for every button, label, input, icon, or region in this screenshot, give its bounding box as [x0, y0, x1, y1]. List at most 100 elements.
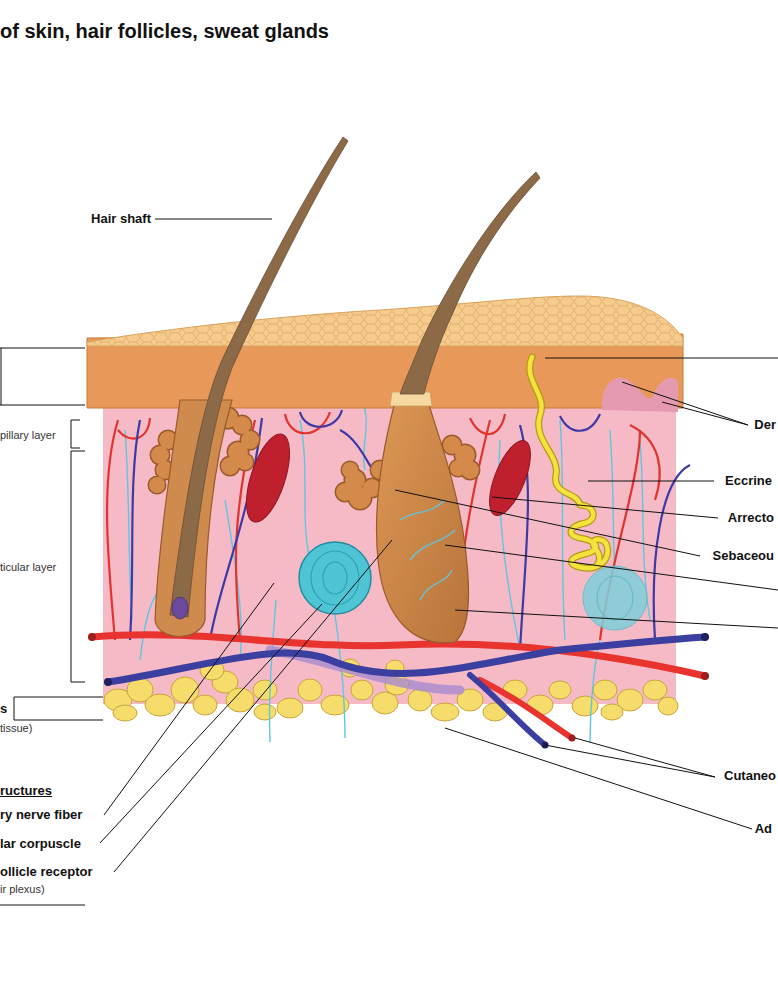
- hair-shaft: [400, 172, 540, 394]
- diagram-title: of skin, hair follicles, sweat glands: [0, 20, 329, 43]
- part-label: ry nerve fiber: [0, 808, 82, 822]
- leader-line: [588, 481, 714, 482]
- eccrine-gland: [530, 357, 608, 568]
- blood-vessels: [108, 637, 705, 682]
- fat-cells: [253, 680, 277, 700]
- part-label: Eccrine: [725, 474, 772, 488]
- arrector-pili: [481, 435, 539, 520]
- layer-label: ticular layer: [0, 561, 56, 573]
- leader-line: [445, 545, 778, 590]
- leader-line: [104, 583, 274, 815]
- fat-cells: [643, 680, 667, 700]
- fat-cells: [113, 705, 137, 721]
- fat-cells: [145, 694, 175, 716]
- nerve-fibers: [335, 615, 345, 738]
- epidermis: [602, 378, 678, 412]
- part-label: lar corpuscle: [0, 837, 81, 851]
- lamellar-corpuscle: [299, 542, 647, 630]
- fat-cells: [601, 704, 623, 720]
- hair-shaft: [170, 137, 540, 619]
- section-heading: ructures: [0, 784, 52, 798]
- arrector-pili: [238, 429, 539, 527]
- leader-line: [545, 738, 715, 777]
- part-label: Der: [754, 418, 776, 432]
- leader-line: [100, 604, 322, 843]
- nerve-fibers: [610, 430, 615, 566]
- blood-vessels: [88, 633, 96, 641]
- capillaries: [300, 410, 342, 427]
- epidermis: [87, 296, 683, 346]
- fat-cells: [572, 696, 598, 716]
- sebaceous-gland: [221, 457, 239, 475]
- layer-bracket: [14, 697, 103, 720]
- capillaries: [560, 414, 600, 431]
- leader-line: [155, 219, 272, 220]
- layer-label: tissue): [0, 722, 32, 734]
- fat-cells: [431, 703, 459, 721]
- leader-line: [545, 358, 778, 359]
- sebaceous-gland: [342, 462, 358, 478]
- nerve-fibers: [300, 420, 310, 560]
- nerve-fibers: [560, 420, 565, 640]
- leader-line: [622, 382, 748, 425]
- fat-cells: [298, 679, 322, 701]
- nerve-fibers: [269, 600, 276, 742]
- layer-bracket: [71, 451, 85, 682]
- hair-shaft: [172, 597, 188, 619]
- arrector-pili: [238, 429, 299, 527]
- part-label: Ad: [755, 822, 772, 836]
- fat-cells: [408, 689, 432, 711]
- leader-line: [455, 610, 778, 628]
- capillaries: [630, 425, 660, 500]
- part-label: Sebaceou: [713, 549, 774, 563]
- leader-line: [100, 219, 778, 872]
- capillaries: [130, 420, 140, 640]
- leader-line: [114, 540, 392, 872]
- fat-cells: [658, 697, 678, 715]
- layer-bracket: [0, 348, 85, 405]
- lamellar-corpuscle: [311, 551, 359, 605]
- leader-line: [395, 490, 700, 556]
- part-label: ollicle receptor: [0, 865, 92, 879]
- blood-vessels: [104, 678, 112, 686]
- blood-vessels: [569, 735, 576, 742]
- layer-label: pillary layer: [0, 429, 56, 441]
- leader-line: [445, 728, 752, 829]
- sebaceous-gland: [450, 460, 466, 476]
- hair-plexus: [420, 570, 452, 600]
- hair-plexus: [400, 500, 445, 520]
- blood-vessels: [470, 675, 545, 745]
- epidermis: [87, 296, 683, 412]
- lamellar-corpuscle: [597, 576, 633, 620]
- capillaries: [107, 420, 118, 640]
- layer-bracket: [71, 420, 80, 448]
- layer-label: s: [0, 702, 7, 716]
- capillaries: [118, 418, 150, 439]
- sebaceous-gland: [237, 454, 253, 470]
- part-label: Hair shaft: [91, 212, 151, 226]
- blood-vessels: [701, 672, 709, 680]
- blood-vessels: [88, 633, 709, 749]
- part-label: Cutaneo: [724, 769, 776, 783]
- layer-bracket: [0, 905, 85, 906]
- eccrine-gland: [530, 357, 608, 568]
- sebaceous-gland: [237, 454, 253, 470]
- hair-follicle: [376, 402, 468, 643]
- fat-cells: [593, 680, 617, 700]
- part-label: Arrecto: [728, 511, 774, 525]
- sebaceous-gland: [221, 457, 239, 475]
- fat-cells: [193, 695, 217, 715]
- eccrine-gland: [530, 357, 608, 568]
- leader-line: [492, 497, 718, 518]
- sebaceous-gland: [149, 477, 165, 493]
- fat-cells: [372, 692, 398, 714]
- capillaries: [470, 414, 505, 434]
- fat-cells: [254, 704, 276, 720]
- fat-cells: [277, 698, 303, 718]
- sebaceous-gland: [149, 477, 165, 493]
- lamellar-corpuscle: [323, 562, 347, 594]
- part-note: ir plexus): [0, 883, 45, 895]
- fat-cells: [549, 681, 571, 699]
